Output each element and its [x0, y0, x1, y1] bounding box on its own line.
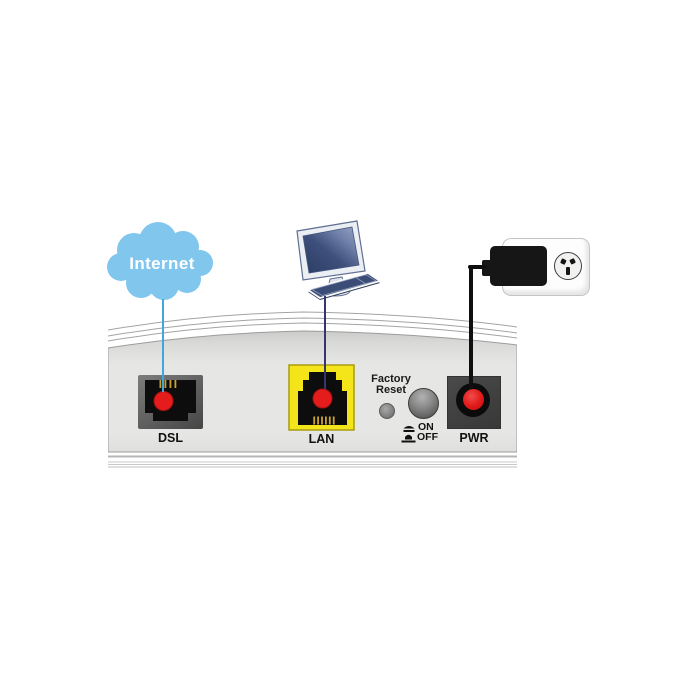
- dsl-red-dot: [153, 391, 174, 411]
- factory-reset-label-line1: Factory: [371, 373, 411, 385]
- computer-to-lan-cable: [324, 296, 326, 389]
- dsl-port-label: DSL: [158, 431, 183, 445]
- factory-reset-label-line2: Reset: [376, 383, 406, 396]
- internet-to-dsl-cable: [162, 299, 164, 392]
- lan-red-dot: [312, 388, 333, 409]
- power-cord-vertical: [469, 265, 473, 390]
- monitor-screen: [302, 226, 360, 274]
- adapter-cord-connector: [482, 260, 492, 276]
- panel-edge-line-2: [108, 317, 517, 337]
- button-pressed-icon: [403, 426, 415, 432]
- socket-hole-left: [560, 258, 567, 265]
- socket-hole-right: [569, 258, 576, 265]
- pwr-port-label: PWR: [459, 431, 489, 445]
- dsl-port: [138, 375, 203, 429]
- keyboard-inner-line: [310, 274, 378, 296]
- panel-edge-line-3: [108, 322, 517, 342]
- desktop-computer-icon: [296, 220, 383, 300]
- factory-reset-label: Factory Reset: [363, 374, 419, 395]
- rj11-jack-icon: [145, 380, 196, 421]
- off-label: OFF: [417, 431, 438, 443]
- lan-port: [288, 364, 355, 431]
- button-released-icon: [401, 434, 416, 443]
- socket-hole-bottom: [566, 267, 570, 275]
- rj45-jack-icon: [288, 364, 355, 431]
- power-cord-horizontal: [468, 265, 486, 269]
- panel-edge-line-1: [108, 311, 517, 331]
- keyboard: [305, 272, 383, 299]
- keyboard-divider: [354, 276, 367, 285]
- power-adapter-icon: [490, 246, 547, 286]
- reset-button-icon: [379, 403, 395, 419]
- internet-cloud-icon: [107, 222, 213, 300]
- outlet-socket-icon: [554, 252, 582, 280]
- lan-port-label: LAN: [308, 432, 335, 446]
- internet-label: Internet: [129, 254, 195, 273]
- on-label: ON: [418, 421, 434, 433]
- pwr-red-dot: [463, 389, 484, 410]
- power-button-icon: [408, 388, 439, 419]
